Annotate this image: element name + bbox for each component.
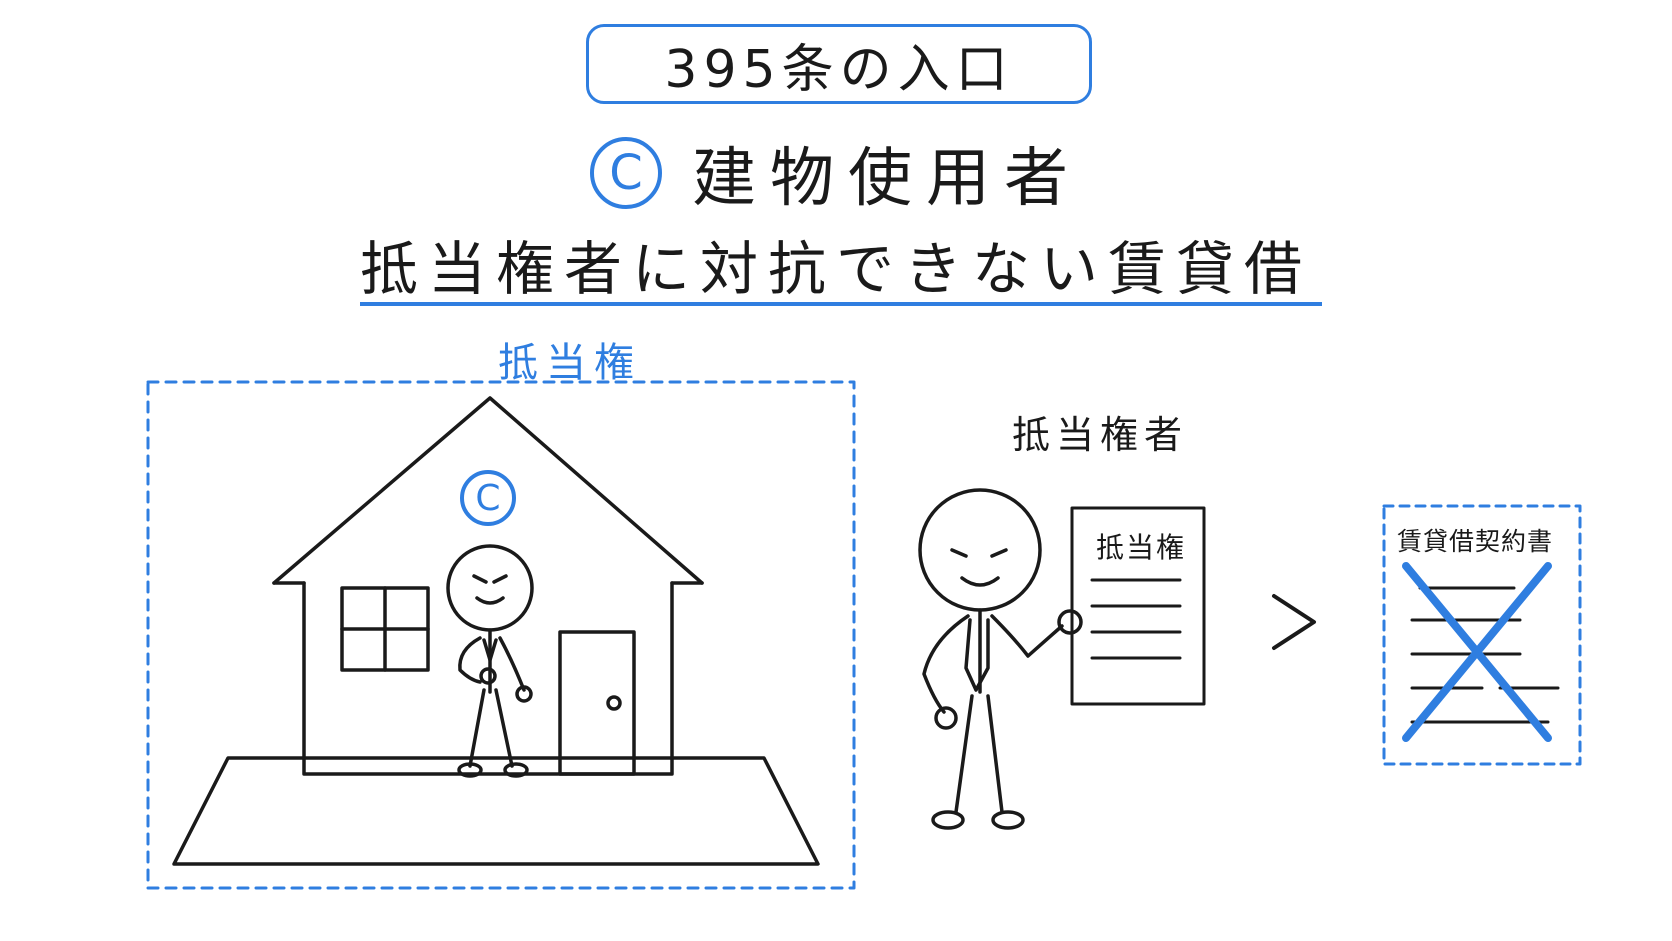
mortgage-area-label: 抵当権 bbox=[498, 340, 642, 386]
subtitle: C 建物使用者 bbox=[0, 128, 1672, 218]
circled-c-icon: C bbox=[590, 137, 662, 209]
headline: 抵当権者に対抗できない賃貸借 bbox=[0, 226, 1672, 303]
headline-text: 抵当権者に対抗できない賃貸借 bbox=[359, 235, 1312, 303]
mortgagee-figure-icon bbox=[918, 488, 1083, 830]
document-label: 抵当権 bbox=[1095, 531, 1186, 564]
greater-than-icon bbox=[1272, 594, 1316, 650]
headline-underline bbox=[360, 302, 1322, 306]
page-title: 395条の入口 bbox=[664, 39, 1014, 100]
subtitle-text: 建物使用者 bbox=[692, 142, 1082, 216]
mortgage-document-icon bbox=[1070, 506, 1206, 706]
ground-plot bbox=[172, 756, 820, 866]
cross-mark-icon bbox=[1402, 562, 1552, 742]
mortgage-area-frame bbox=[146, 380, 856, 890]
resident-circled-c-icon: C bbox=[460, 470, 516, 526]
title-box: 395条の入口 bbox=[586, 24, 1092, 104]
house-icon bbox=[272, 396, 704, 776]
lease-contract-label: 賃貸借契約書 bbox=[1396, 527, 1553, 556]
mortgagee-label: 抵当権者 bbox=[1011, 413, 1188, 457]
resident-figure-icon bbox=[446, 544, 534, 778]
lease-contract-frame bbox=[1382, 504, 1582, 766]
